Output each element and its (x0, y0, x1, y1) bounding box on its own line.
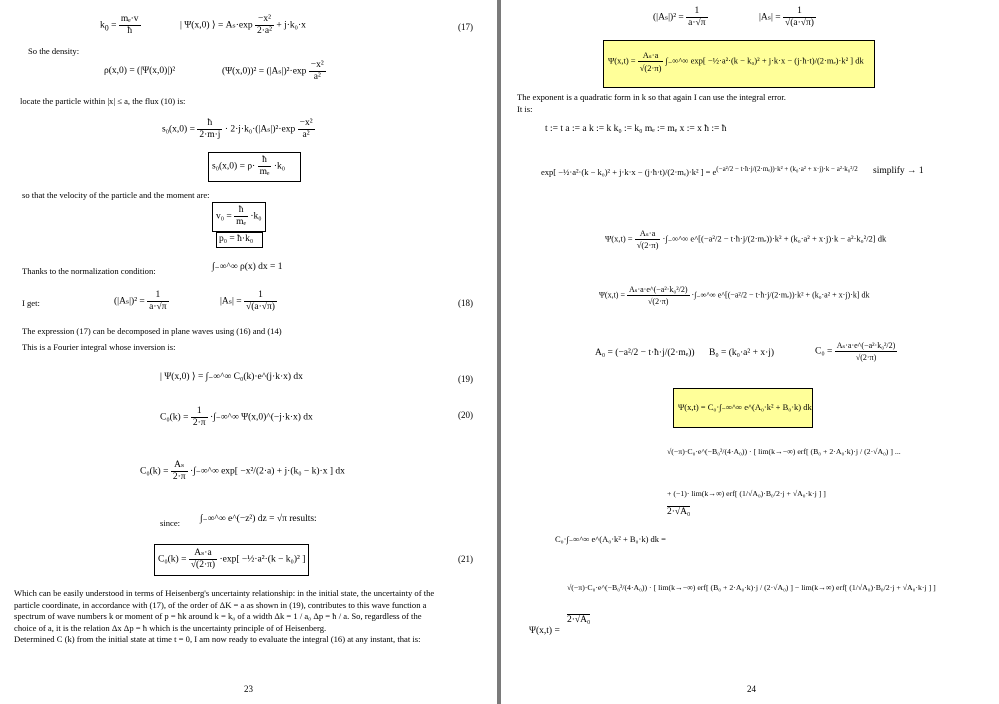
eq-as: |Aₛ| = 1√(a·√π) (759, 6, 816, 28)
text-velocity: so that the velocity of the particle and… (22, 190, 210, 200)
final-denominator: 2·√A₀ (567, 614, 591, 625)
eq-psi-expanded: Ψ(x,t) = Aₛ·a√(2·π) ·∫₋∞^∞ e^[(−a²/2 − t… (605, 228, 887, 250)
eq-final-lhs: Ψ(x,t) = (529, 626, 560, 636)
text-fourier: This is a Fourier integral whose inversi… (22, 342, 176, 352)
heisenberg-paragraph: Which can be easily understood in terms … (14, 588, 435, 644)
text-locate: locate the particle within |x| ≤ a, the … (20, 96, 186, 106)
eq-B0: B₀ = (k₀·a² + x·j) (709, 348, 775, 358)
fraction-denominator: 2·√A₀ (667, 506, 691, 517)
boxed-momentum-equation: p₀ = ħ·k₀ (216, 232, 263, 248)
page-separator (497, 0, 501, 704)
eq-number-19: (19) (458, 374, 473, 384)
text-i-get: I get: (22, 298, 40, 308)
eq-psi-factored: Ψ(x,t) = Aₛ·a·e^(−a²·k₀²/2)√(2·π) ·∫₋∞^∞… (599, 285, 870, 306)
eq-normalization: ∫₋∞^∞ ρ(x) dx = 1 (212, 262, 283, 272)
text-since: since: (160, 518, 181, 528)
mathcad-assignments: t := t a := a k := k k₀ := k₀ mₑ := mₑ x… (545, 124, 727, 134)
text-decomposed: The expression (17) can be decomposed in… (22, 326, 282, 336)
eq-A0: A₀ = (−a²/2 − t·ħ·j/(2·mₑ)) (595, 348, 695, 358)
eq-number-18: (18) (458, 298, 473, 308)
eq-number-17: (17) (458, 22, 473, 32)
eq-as: |Aₛ| = 1√(a·√π) (220, 290, 277, 312)
text-it-is: It is: (517, 104, 533, 114)
text-normalization: Thanks to the normalization condition: (22, 266, 156, 276)
eq-19: | Ψ(x,0) ⟩ = ∫₋∞^∞ C₀(k)·e^(j·k·x) dx (160, 372, 303, 382)
eq-integral-result-lhs: C₀·∫₋∞^∞ e^(A₀·k² + B₀·k) dk = (555, 534, 666, 544)
highlighted-psi-c0: Ψ(x,t) = C₀·∫₋∞^∞ e^(A₀·k² + B₀·k) dk (673, 388, 813, 428)
eq-final-rhs: √(−π)·C₀·e^(−B₀²/(4·A₀)) · [ lim(k→−∞) e… (567, 583, 936, 625)
eq-number-21: (21) (458, 554, 473, 564)
highlighted-psi-xt: Ψ(x,t) = Aₛ·a√(2·π) ∫₋∞^∞ exp[ −½·a²·(k … (603, 40, 875, 88)
page-number: 23 (244, 684, 253, 694)
page-number: 24 (747, 684, 756, 694)
boxed-equation-21: C₀(k) = Aₛ·a√(2·π) ·exp[ −½·a²·(k − k₀)²… (154, 544, 309, 576)
eq-gaussian-integral: ∫₋∞^∞ e^(−z²) dz = √π results: (200, 514, 317, 524)
eq-number-20: (20) (458, 410, 473, 420)
eq-rho: ρ(x,0) = (|Ψ(x,0)|)² (104, 66, 176, 76)
eq-C0: C₀ = Aₛ·a·e^(−a²·k₀²/2)√(2·π) (815, 341, 898, 362)
eq-integral-result-rhs: √(−π)·C₀·e^(−B₀²/(4·A₀)) · [ lim(k→−∞) e… (667, 447, 901, 517)
text-density: So the density: (28, 46, 80, 56)
text-exponent: The exponent is a quadratic form in k so… (517, 92, 786, 102)
simplify-result: simplify → 1 (873, 166, 924, 176)
eq-simplify: exp[ −½·a²·(k − k₀)² + j·k·x − (j·ħ·t)/(… (541, 165, 858, 177)
